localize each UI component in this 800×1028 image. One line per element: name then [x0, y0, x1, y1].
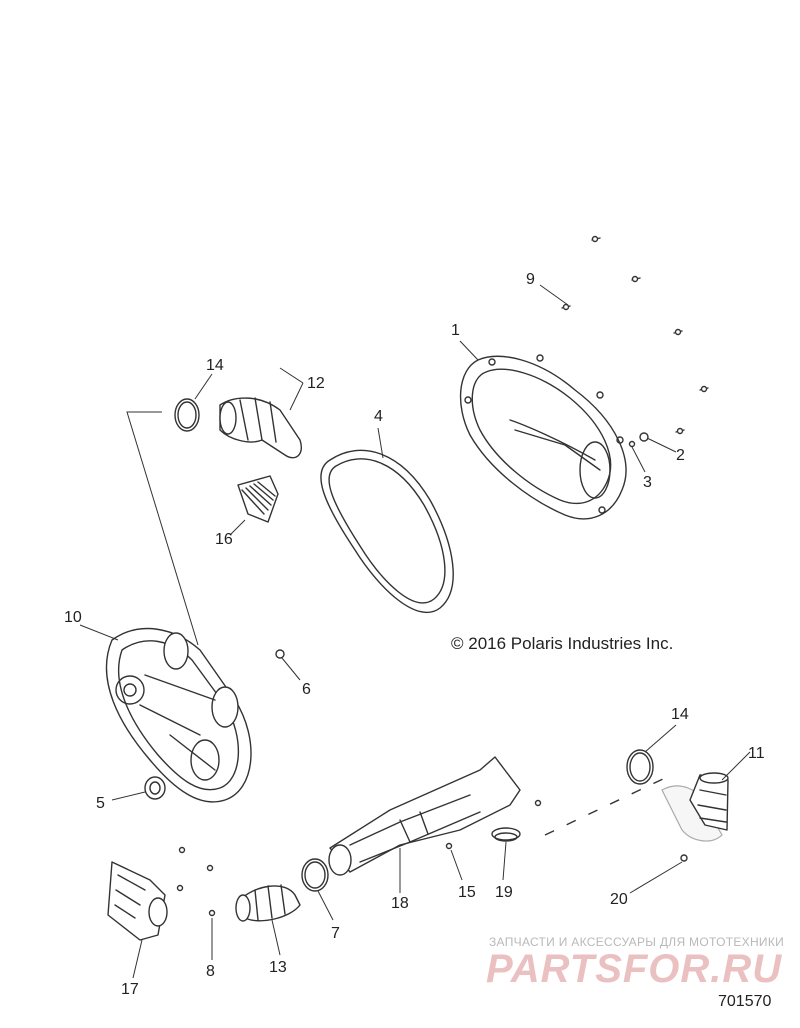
callout-9: 9 — [526, 271, 535, 288]
callout-18: 18 — [391, 895, 409, 912]
watermark-tagline: ЗАПЧАСТИ И АКСЕССУАРЫ ДЛЯ МОТОТЕХНИКИ — [489, 935, 784, 949]
callout-10: 10 — [64, 609, 82, 626]
callout-14b: 14 — [671, 706, 689, 723]
part-outlet-duct[interactable] — [328, 756, 521, 876]
part-duct-13[interactable] — [235, 884, 301, 922]
callout-1: 1 — [451, 322, 460, 339]
part-clamp-7[interactable] — [301, 858, 329, 892]
callout-labels: 1 2 3 4 5 6 7 8 9 10 11 12 13 14 14 15 1… — [64, 271, 765, 998]
part-screw-15[interactable] — [445, 799, 542, 850]
callout-11: 11 — [748, 745, 765, 762]
part-elbow-duct[interactable] — [661, 772, 729, 842]
callout-14a: 14 — [206, 357, 224, 374]
part-nut[interactable] — [639, 432, 649, 442]
callout-3: 3 — [643, 474, 652, 491]
part-bracket-17[interactable] — [107, 861, 168, 941]
part-clamp-19[interactable] — [491, 827, 521, 842]
part-seal[interactable] — [144, 776, 166, 800]
part-screws-8[interactable] — [176, 846, 216, 917]
part-intake-duct[interactable] — [219, 397, 302, 459]
leader-lines — [79, 284, 751, 979]
callout-12: 12 — [307, 375, 325, 392]
assembly-dash-line — [544, 777, 666, 836]
part-clamp-top[interactable] — [174, 398, 200, 432]
callout-19: 19 — [495, 884, 513, 901]
part-screw[interactable] — [628, 440, 636, 448]
watermark: ЗАПЧАСТИ И АКСЕССУАРЫ ДЛЯ МОТОТЕХНИКИ PA… — [486, 935, 784, 991]
watermark-brand: PARTSFOR.RU — [486, 947, 782, 991]
callout-7: 7 — [331, 925, 340, 942]
part-fitting-20[interactable] — [680, 854, 688, 862]
part-screen[interactable] — [237, 475, 279, 523]
part-clamp-right[interactable] — [626, 749, 654, 785]
callout-8: 8 — [206, 963, 215, 980]
callout-16: 16 — [215, 531, 233, 548]
part-drive-belt[interactable] — [320, 449, 454, 614]
part-fastener-6[interactable] — [275, 649, 285, 659]
callout-2: 2 — [676, 447, 685, 464]
copyright-text: © 2016 Polaris Industries Inc. — [451, 634, 673, 653]
callout-5: 5 — [96, 795, 105, 812]
callout-4: 4 — [374, 408, 383, 425]
callout-13: 13 — [269, 959, 287, 976]
callout-17: 17 — [121, 981, 139, 998]
part-bolts[interactable] — [561, 235, 709, 435]
part-inner-clutch-cover[interactable] — [105, 627, 252, 803]
callout-6: 6 — [302, 681, 311, 698]
drawing-number: 701570 — [718, 993, 771, 1010]
part-outer-clutch-cover[interactable] — [459, 354, 627, 520]
callout-20: 20 — [610, 891, 628, 908]
callout-15: 15 — [458, 884, 476, 901]
